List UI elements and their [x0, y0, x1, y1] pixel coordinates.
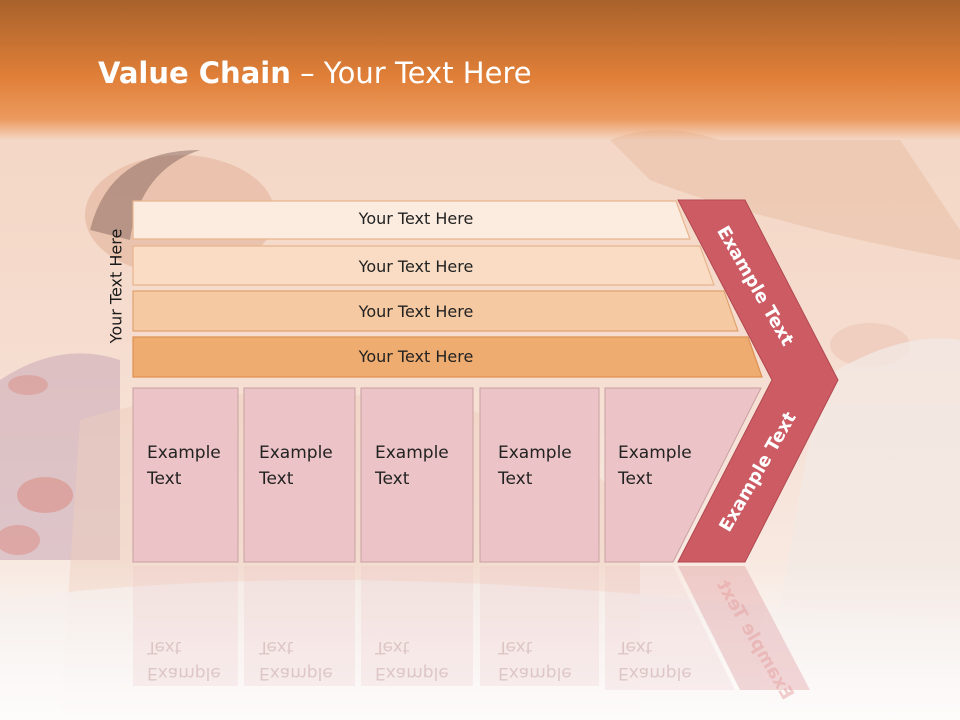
bar-4[interactable] [132, 336, 763, 378]
chevron-arrow[interactable] [677, 199, 839, 563]
bar-2[interactable] [132, 245, 715, 286]
bar-1-label: Your Text Here [358, 209, 474, 228]
bar-3[interactable] [132, 290, 739, 332]
bar-1[interactable] [132, 200, 691, 240]
box-1[interactable] [132, 387, 239, 563]
slide-title: Value Chain – Your Text Here [98, 56, 532, 90]
box-5[interactable] [604, 387, 762, 563]
box-2[interactable] [243, 387, 356, 563]
box-3[interactable] [360, 387, 474, 563]
bar-4-label: Your Text Here [358, 347, 474, 366]
bar-3-label: Your Text Here [358, 302, 474, 321]
title-bold: Value Chain [98, 56, 291, 90]
header-band [0, 0, 960, 140]
bar-2-label: Your Text Here [358, 257, 474, 276]
box-4[interactable] [479, 387, 600, 563]
title-rest: – Your Text Here [290, 56, 532, 90]
